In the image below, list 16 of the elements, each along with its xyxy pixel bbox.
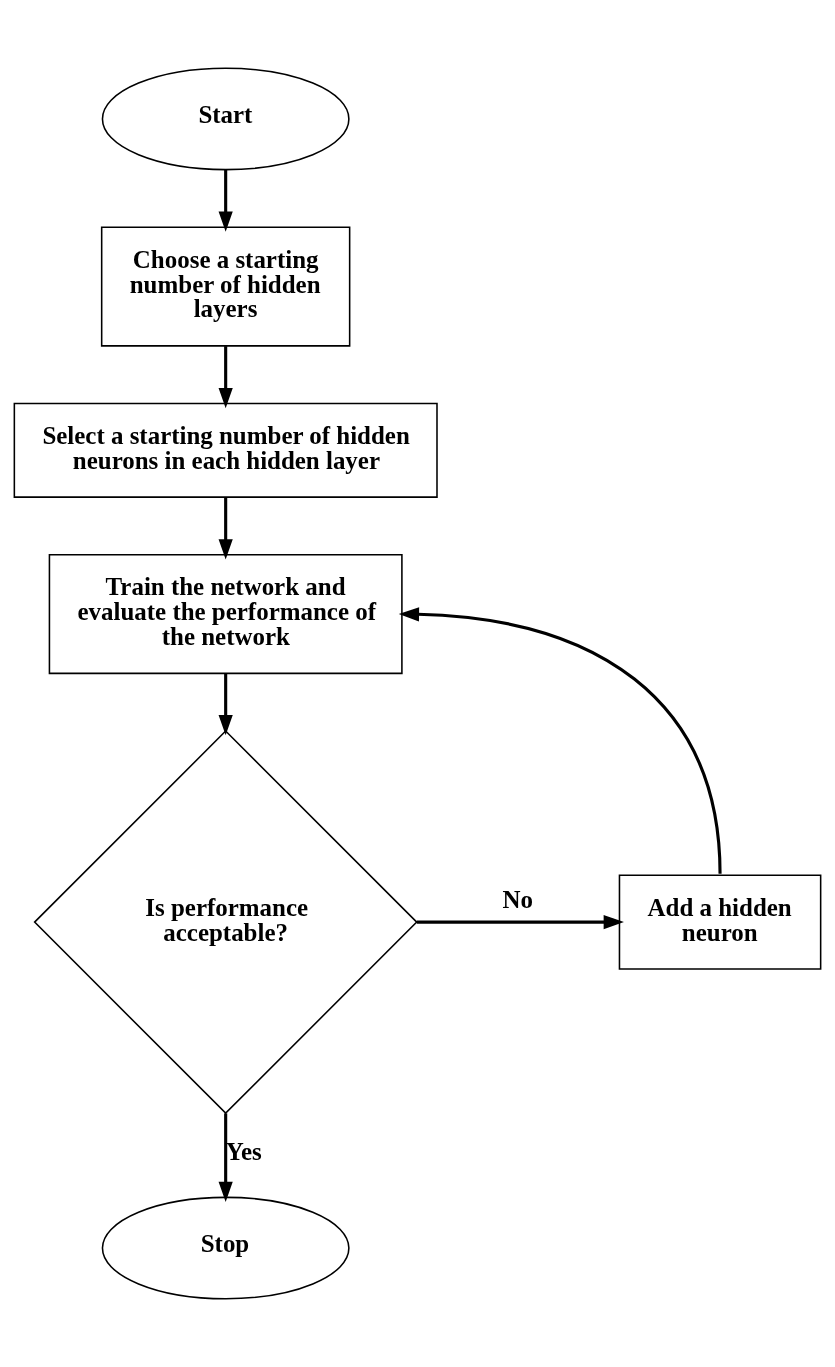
node-ellipse: Stop	[101, 1196, 350, 1300]
edge-label: Yes	[225, 1137, 262, 1165]
node-box: Train the network and evaluate the performance of the network	[48, 554, 403, 675]
arrow	[218, 169, 233, 232]
edge-label: No	[502, 885, 533, 913]
arrow	[218, 346, 233, 409]
node-diamond: Is performance acceptable?	[33, 729, 418, 1115]
arrow	[218, 1113, 233, 1203]
node-box: Add a hidden neuron	[618, 874, 822, 970]
node-box: Choose a starting number of hidden layers	[100, 226, 351, 347]
arrow	[398, 607, 722, 874]
arrow	[218, 497, 233, 560]
arrow	[416, 915, 624, 930]
arrow	[218, 673, 233, 736]
node-ellipse: Start	[101, 67, 350, 171]
node-box: Select a starting number of hidden neurons in each hidden layer	[13, 402, 438, 498]
